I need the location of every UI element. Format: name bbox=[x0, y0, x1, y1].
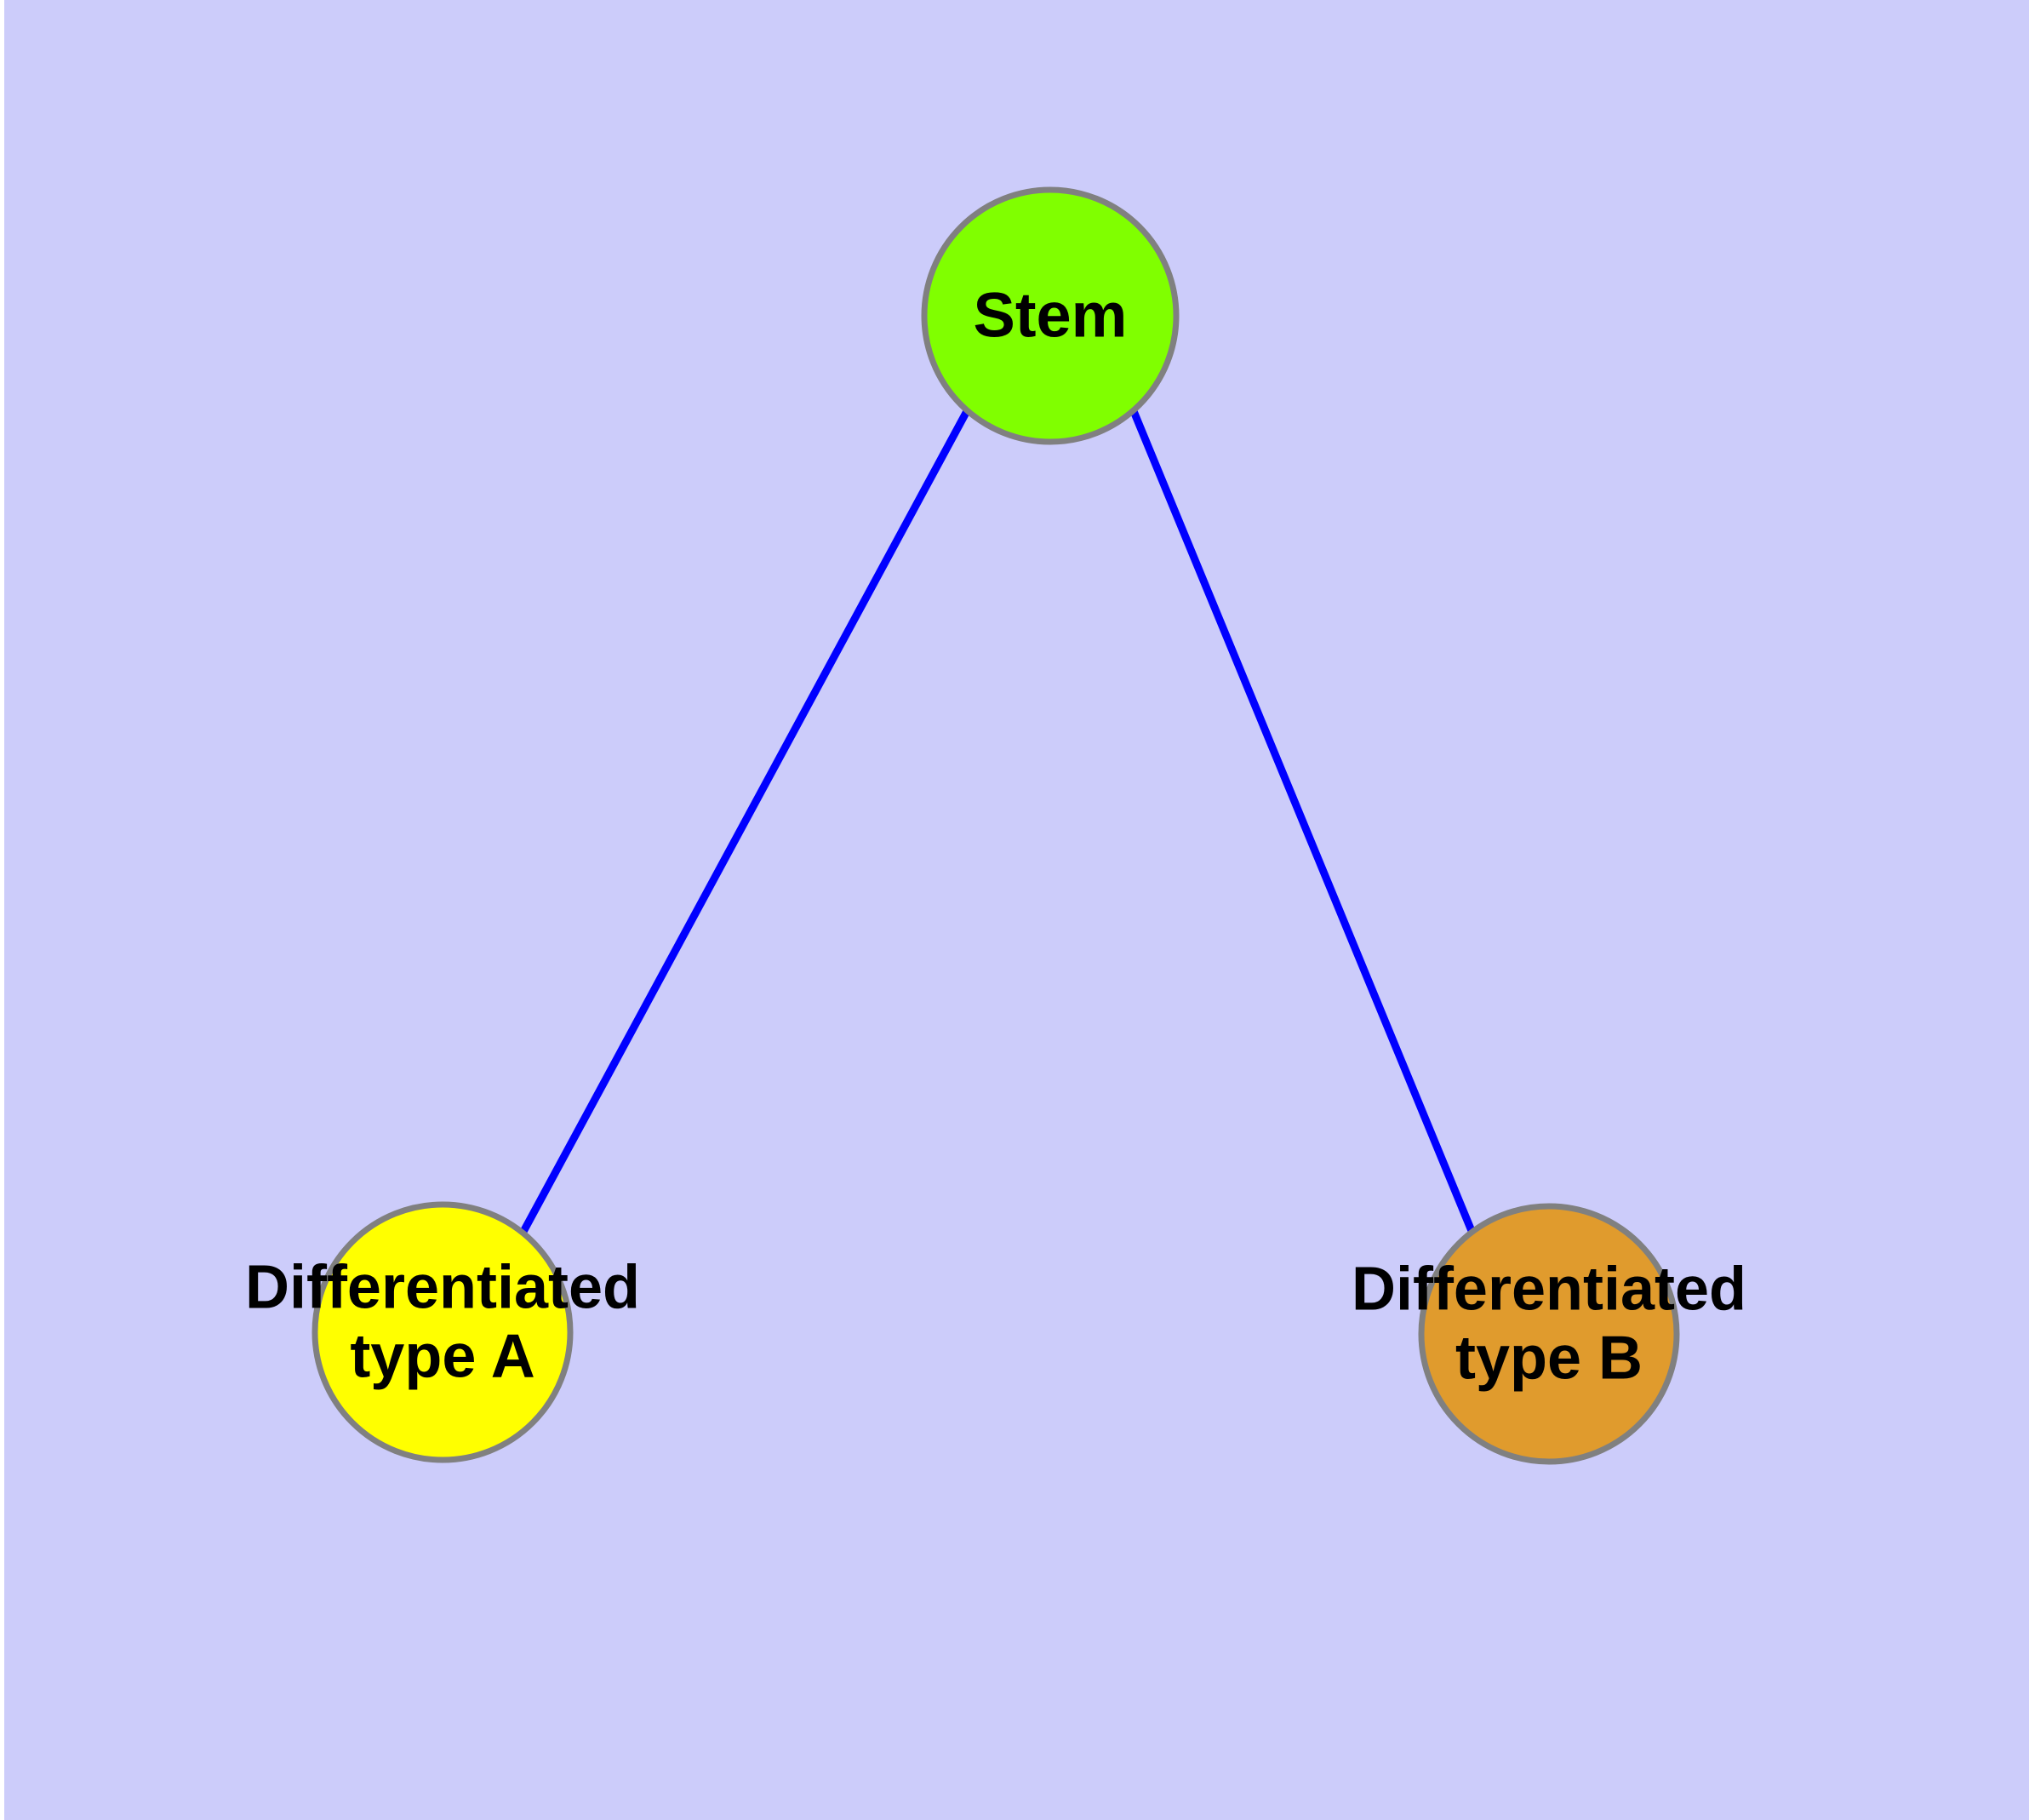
edge-stem-to-diff-a bbox=[516, 409, 970, 1242]
node-diff-a-circle[interactable] bbox=[311, 1201, 574, 1463]
edge-layer bbox=[516, 409, 1480, 1243]
node-diff-b-circle[interactable] bbox=[1418, 1203, 1680, 1465]
node-stem-circle[interactable] bbox=[921, 186, 1180, 445]
node-layer bbox=[311, 186, 1680, 1465]
canvas-left-edge-strip bbox=[0, 0, 4, 1820]
edge-stem-to-diff-b bbox=[1129, 409, 1480, 1243]
